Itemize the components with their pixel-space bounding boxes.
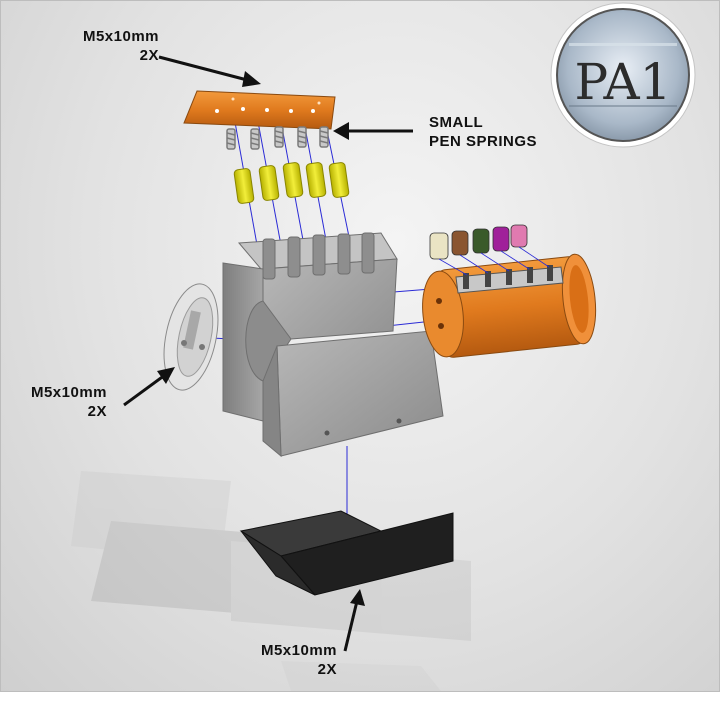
bottom-margin [0, 692, 720, 720]
key-pins [233, 162, 350, 204]
top-screw-label-line1: M5x10mm [82, 28, 159, 45]
driver-pins [429, 224, 550, 276]
bottom-screw-label-line1: M5x10mm [260, 642, 337, 659]
tailpiece-disc [163, 283, 219, 391]
springs-label-line1: SMALL [429, 114, 484, 131]
logo-text: PA1 [575, 53, 672, 111]
bottom-screw-label: M5x10mm 2X [223, 641, 337, 679]
bottom-screw-label-line2: 2X [317, 661, 337, 678]
lock-body-housing [222, 232, 444, 458]
exploded-lock-diagram: PA1 [71, 2, 696, 691]
cylinder-plug [422, 253, 597, 358]
top-cover-plate [183, 90, 336, 130]
springs-label: SMALL PEN SPRINGS [429, 113, 609, 151]
left-screw-label-line2: 2X [87, 403, 107, 420]
left-screw-label-line1: M5x10mm [30, 384, 107, 401]
pen-springs [226, 126, 329, 150]
top-screw-label: M5x10mm 2X [41, 27, 159, 65]
pa1-logo: PA1 [550, 2, 696, 148]
left-screw-label: M5x10mm 2X [3, 383, 107, 421]
springs-label-line2: PEN SPRINGS [429, 133, 538, 150]
top-screw-label-line2: 2X [139, 47, 159, 64]
bottom-base-plate [239, 510, 454, 596]
diagram-canvas: PA1 M5x10mm 2X SMALL PEN SPRINGS M5x10mm… [0, 0, 720, 692]
callout-arrows [123, 55, 413, 652]
